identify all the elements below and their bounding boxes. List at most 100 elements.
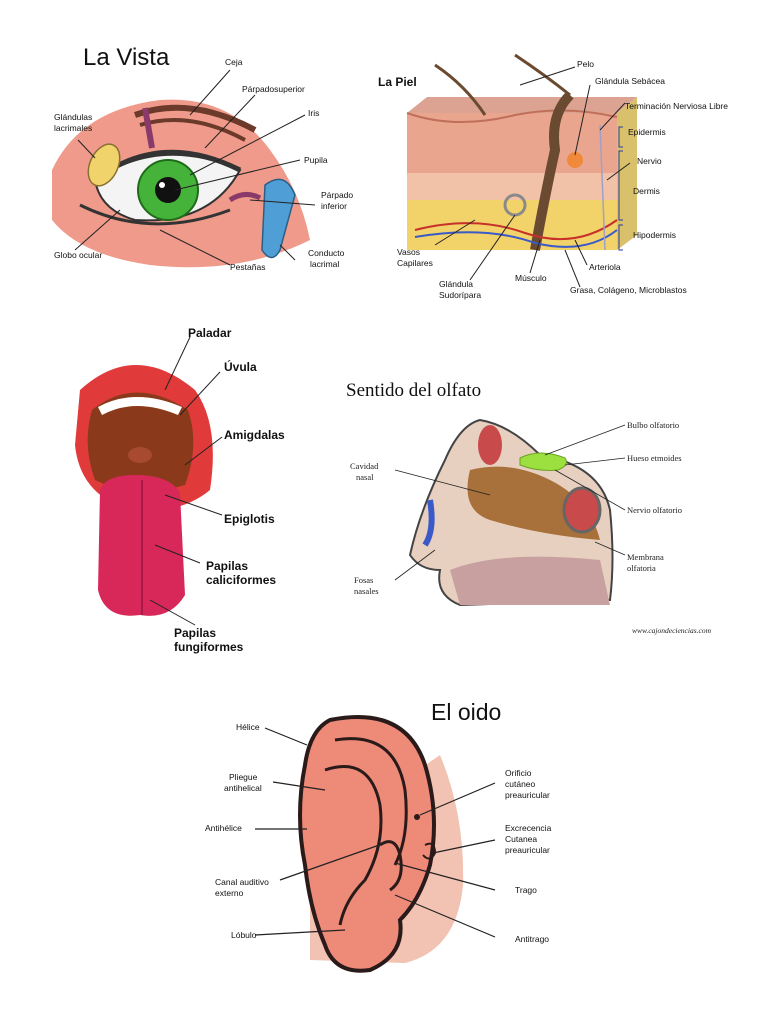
nostril	[422, 499, 435, 547]
teeth	[98, 397, 182, 415]
label-fungiformes-2: fungiformes	[174, 640, 244, 654]
label-parpado-superior: Párpadosuperior	[242, 84, 305, 94]
tongue-illustration	[75, 336, 223, 626]
mouth-cavity	[87, 392, 194, 492]
label-trago: Trago	[515, 885, 537, 895]
label-glandulas-2: lacrimales	[54, 123, 93, 133]
label-excrecencia-2: Cutanea	[505, 834, 538, 844]
label-canal-2: externo	[215, 888, 244, 898]
label-membrana-2: olfatoria	[627, 563, 656, 573]
tongue-diagram: Paladar Úvula Amigdalas Epiglotis Papila…	[60, 315, 320, 665]
label-glandula-sud-2: Sudorípara	[439, 290, 482, 300]
label-cavidad-1: Cavidad	[350, 461, 379, 471]
lower-lid	[228, 192, 262, 203]
label-caliciformes-1: Papilas	[206, 559, 249, 573]
label-arteriola: Arteriola	[589, 262, 621, 272]
olfato-title: Sentido del olfato	[346, 380, 482, 401]
label-iris: Iris	[308, 108, 320, 118]
label-pelo: Pelo	[577, 59, 595, 69]
palate-area	[450, 556, 610, 605]
piel-title: La Piel	[378, 75, 417, 89]
label-hueso: Hueso etmoides	[627, 453, 682, 463]
epidermis-layer	[407, 113, 617, 173]
ear-diagram: El oido Hélice Pliegue antihelical Antih…	[195, 695, 575, 985]
label-glandula-sebacea: Glándula Sebácea	[595, 76, 665, 86]
label-pupila: Pupila	[304, 155, 328, 165]
hair-follicle	[530, 91, 574, 251]
preauricular-orifice	[414, 814, 420, 820]
skin-diagram: La Piel Pelo Glándula Sebácea Terminació…	[375, 53, 760, 305]
lower-lashes	[79, 203, 231, 226]
label-terminacion: Terminación Nerviosa Libre	[625, 101, 728, 111]
ear-leader-lines	[254, 727, 496, 938]
arteriole	[414, 219, 618, 241]
vista-title: La Vista	[83, 44, 170, 71]
label-epidermis: Epidermis	[628, 127, 666, 137]
skin-side-face	[617, 97, 637, 250]
label-membrana-1: Membrana	[627, 552, 664, 562]
label-fosas-2: nasales	[354, 586, 379, 596]
nerve	[599, 124, 606, 251]
label-fosas-1: Fosas	[354, 575, 374, 585]
label-cavidad-2: nasal	[356, 472, 374, 482]
label-paladar: Paladar	[188, 326, 232, 340]
lacrimal-duct	[261, 178, 296, 259]
label-uvula: Úvula	[224, 360, 257, 374]
label-globo-ocular: Globo ocular	[54, 250, 103, 260]
olfato-credit: www.cajondeciencias.com	[632, 626, 712, 635]
ear-outline	[298, 715, 436, 973]
smell-diagram: Sentido del olfato Bulbo olfatorio Hueso…	[340, 370, 750, 650]
label-nervio: Nervio	[637, 156, 662, 166]
label-vasos-2: Capilares	[397, 258, 433, 268]
oido-title: El oido	[431, 699, 502, 725]
helix-inner	[334, 737, 408, 866]
label-pestanas: Pestañas	[230, 262, 266, 272]
label-excrecencia-3: preauricular	[505, 845, 550, 855]
label-vasos-1: Vasos	[397, 247, 420, 257]
tongue-leader-lines	[149, 336, 223, 626]
label-conducto-1: Conducto	[308, 248, 345, 258]
layer-brackets	[618, 126, 623, 251]
eye-diagram: La Vista Ceja Párpadosuperior Glándulas …	[40, 40, 370, 290]
uvula-shape	[128, 447, 152, 463]
label-canal-1: Canal auditivo	[215, 877, 269, 887]
tragus	[379, 840, 403, 892]
ear-illustration	[254, 715, 496, 973]
label-orificio-1: Orificio	[505, 768, 532, 778]
sphenoid-sinus	[562, 486, 602, 534]
label-grasa: Grasa, Colágeno, Microblastos	[570, 285, 687, 295]
skin-top-face	[407, 97, 637, 113]
label-helice: Hélice	[236, 722, 260, 732]
label-caliciformes-2: caliciformes	[206, 573, 277, 587]
piel-leader-lines	[434, 66, 631, 288]
label-conducto-2: lacrimal	[310, 259, 340, 269]
label-epiglotis: Epiglotis	[224, 512, 275, 526]
label-parpado-inferior-1: Párpado	[321, 190, 354, 200]
lid-fold	[142, 107, 155, 149]
label-glandula-sud-1: Glándula	[439, 279, 474, 289]
label-amigdalas: Amigdalas	[224, 428, 285, 442]
olfactory-bulb	[519, 452, 567, 471]
olfato-leader-lines	[394, 424, 626, 581]
hair-shaft	[514, 53, 571, 97]
label-excrecencia-1: Excrecencia	[505, 823, 552, 833]
label-orificio-2: cutáneo	[505, 779, 536, 789]
label-pliegue-2: antihelical	[224, 783, 262, 793]
label-lobulo: Lóbulo	[231, 930, 257, 940]
sebaceous-gland	[567, 152, 583, 168]
label-antitrago: Antitrago	[515, 934, 550, 944]
label-hipodermis: Hipodermis	[633, 230, 676, 240]
label-glandulas-1: Glándulas	[54, 112, 93, 122]
vein	[414, 229, 618, 248]
eyebrow-2	[139, 118, 246, 142]
label-parpado-inferior-2: inferior	[321, 201, 347, 211]
label-bulbo: Bulbo olfatorio	[627, 420, 680, 430]
eye-illustration	[52, 69, 316, 268]
pupil-highlight	[159, 182, 165, 188]
label-nervio-olfatorio: Nervio olfatorio	[627, 505, 682, 515]
label-antihelice: Antihélice	[205, 823, 242, 833]
lacrimal-gland	[87, 143, 121, 187]
hair-shaft-2	[434, 63, 487, 116]
skin-illustration	[406, 53, 637, 288]
smell-illustration	[394, 418, 626, 607]
